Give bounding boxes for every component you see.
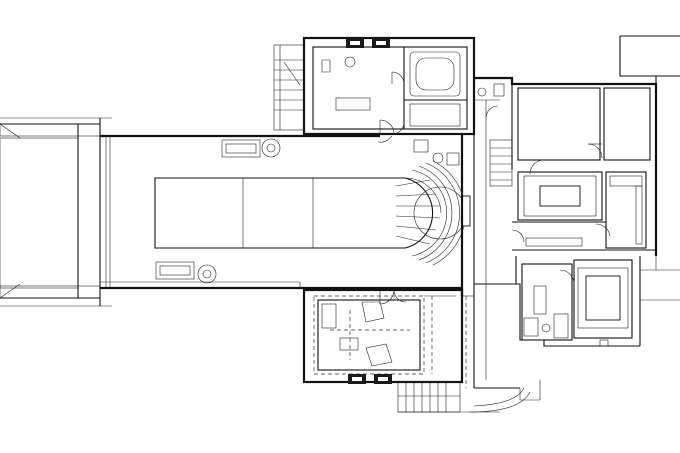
stair-lower xyxy=(397,381,461,413)
round-table-top xyxy=(261,138,281,158)
left-terrace xyxy=(0,117,112,307)
lower-bed-block xyxy=(302,288,531,413)
main-hall xyxy=(100,134,471,290)
right-wing xyxy=(474,35,680,401)
upper-bath-block xyxy=(273,36,476,143)
stair-upper-left xyxy=(273,44,305,131)
sofa-bottom xyxy=(155,261,195,280)
sofa-top xyxy=(221,139,261,158)
round-table-bottom xyxy=(197,264,217,284)
corridor xyxy=(460,78,520,389)
round-steps xyxy=(395,160,466,266)
stair-corridor xyxy=(489,139,513,187)
